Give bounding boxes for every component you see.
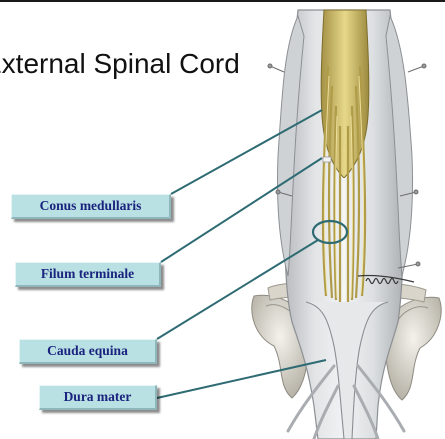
dura-mater-label: Dura mater — [39, 385, 157, 410]
conus-medullaris-label: Conus medullaris — [11, 194, 171, 219]
cauda-equina-label: Cauda equina — [19, 339, 157, 364]
spinal-cord-illustration — [248, 6, 445, 439]
slide-top-rule — [0, 0, 445, 2]
filum-terminale-label: Filum terminale — [15, 262, 161, 287]
filum-marker — [323, 157, 331, 162]
